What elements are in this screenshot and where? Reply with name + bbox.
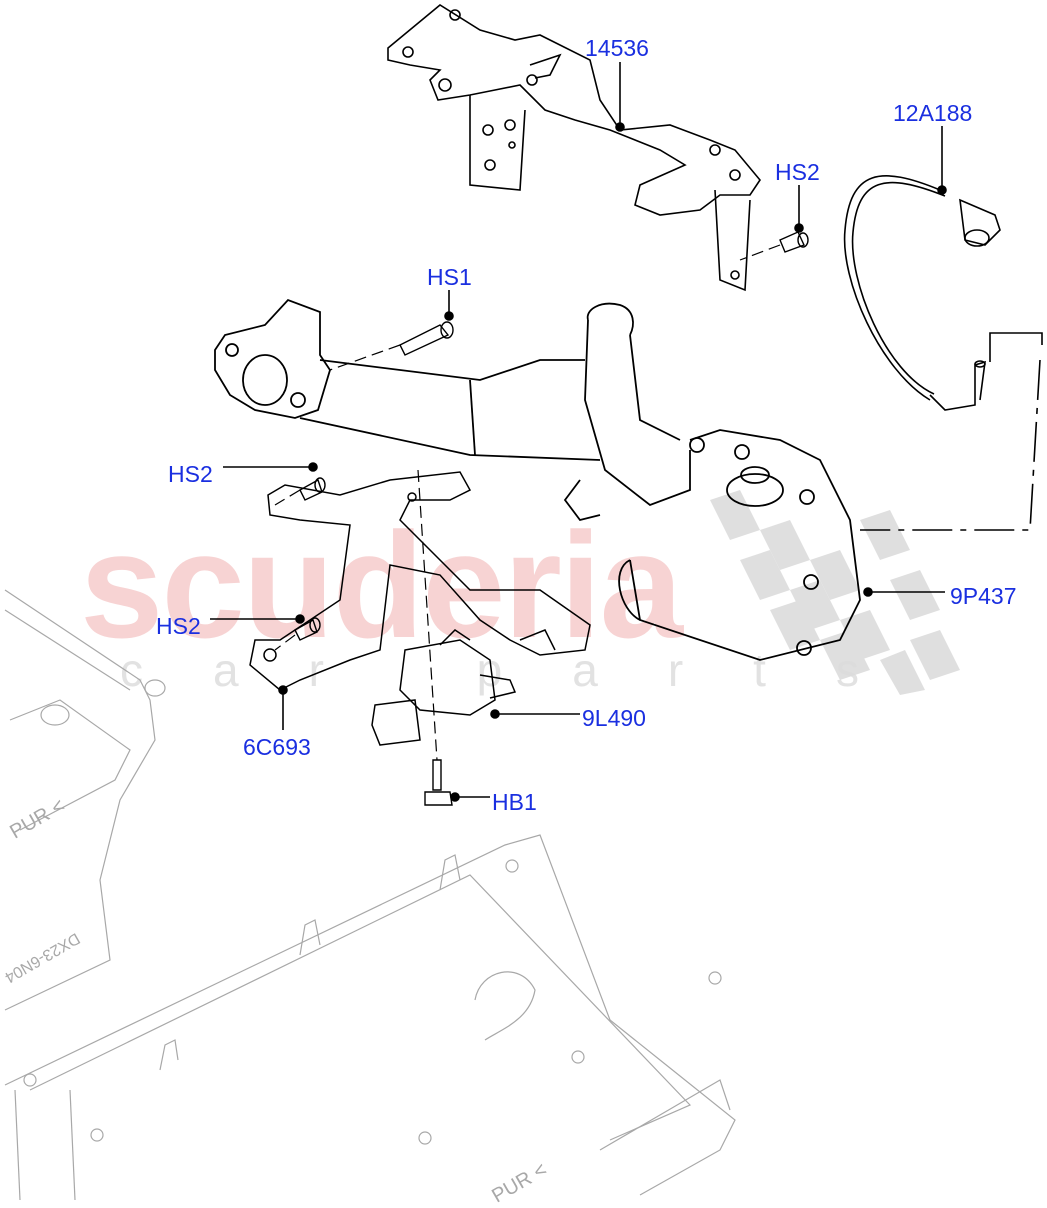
watermark-subtext: car parts bbox=[120, 644, 929, 696]
callout-14536[interactable]: 14536 bbox=[585, 35, 649, 61]
fasteners-drawing bbox=[294, 231, 809, 806]
alignment-lines bbox=[274, 244, 781, 761]
callout-HS2-left-lower[interactable]: HS2 bbox=[156, 613, 201, 639]
leader-lines bbox=[210, 62, 947, 802]
callout-HS2-left-upper[interactable]: HS2 bbox=[168, 461, 213, 487]
solenoid-9L490-drawing bbox=[371, 629, 517, 746]
bracket-6C693-drawing bbox=[249, 471, 591, 691]
callout-9L490[interactable]: 9L490 bbox=[582, 705, 646, 731]
bracket-14536-drawing bbox=[387, 4, 761, 292]
callout-HB1[interactable]: HB1 bbox=[492, 789, 537, 815]
callout-HS2-right[interactable]: HS2 bbox=[775, 159, 820, 185]
vacuum-hose-12A188-drawing bbox=[843, 175, 1043, 531]
callout-9P437[interactable]: 9P437 bbox=[950, 583, 1017, 609]
ghost-oil-pan bbox=[4, 589, 736, 1200]
callout-6C693[interactable]: 6C693 bbox=[243, 734, 311, 760]
callout-HS1[interactable]: HS1 bbox=[427, 264, 472, 290]
callout-12A188[interactable]: 12A188 bbox=[893, 100, 973, 126]
pump-9P437-drawing bbox=[214, 298, 861, 661]
